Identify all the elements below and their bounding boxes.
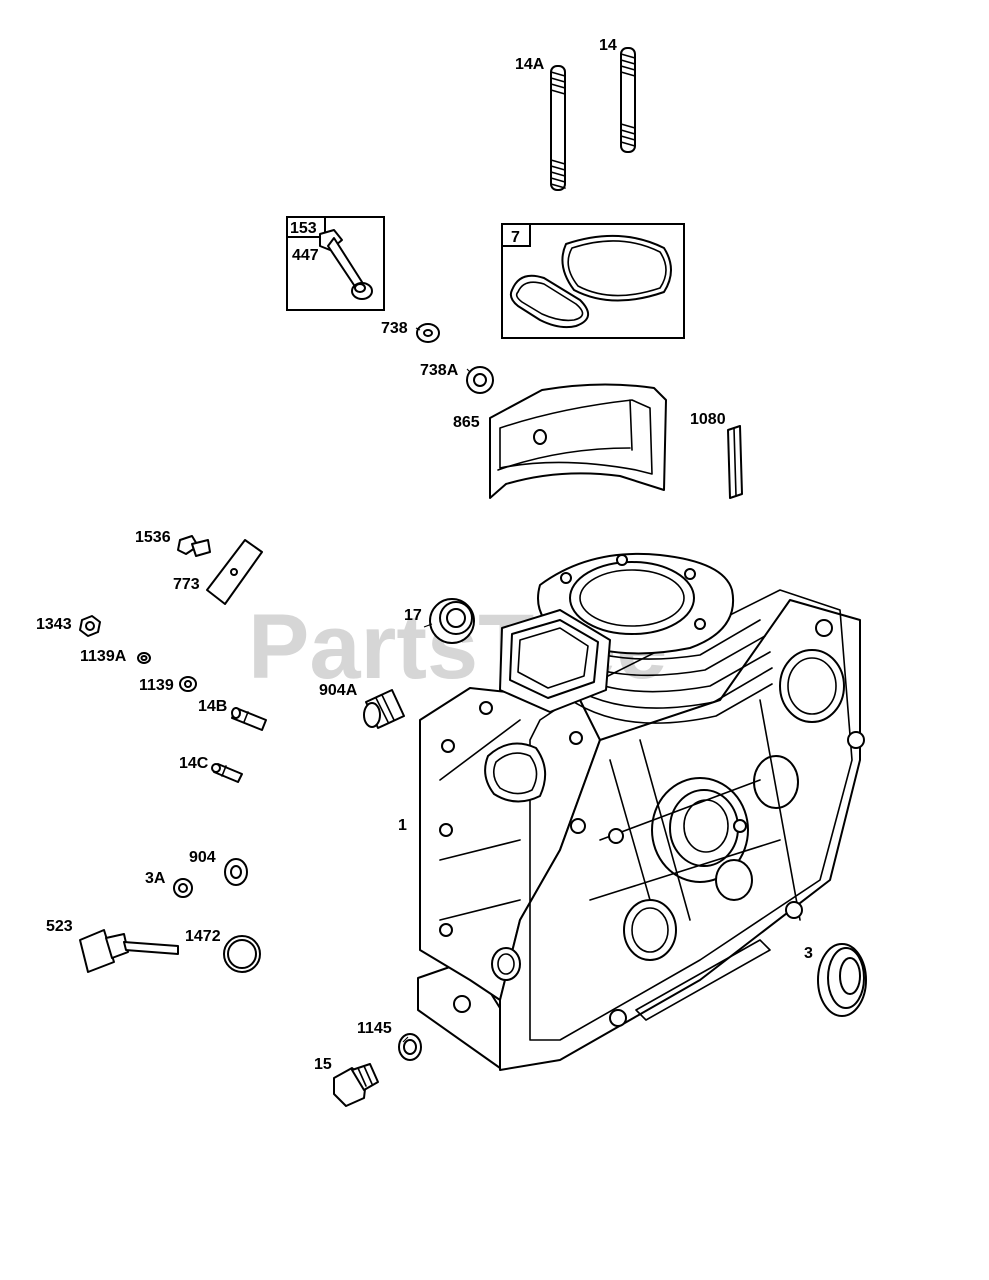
- crankcase-1[interactable]: [417, 552, 865, 1071]
- callout-17[interactable]: 17: [404, 607, 422, 624]
- seal-738a[interactable]: [466, 366, 494, 394]
- kit-7-box[interactable]: [501, 223, 685, 339]
- washer-738[interactable]: [416, 323, 440, 343]
- breather-fitting-447[interactable]: [319, 229, 373, 300]
- callout-1[interactable]: 1: [398, 817, 407, 834]
- callout-14[interactable]: 14: [599, 37, 617, 54]
- head-gasket: [561, 234, 672, 302]
- kit-153-box[interactable]: [286, 216, 385, 311]
- oil-seal-3[interactable]: [817, 943, 867, 1017]
- nut-1343[interactable]: [79, 615, 101, 637]
- washer-1145[interactable]: [398, 1033, 422, 1061]
- stud-14[interactable]: [620, 47, 636, 153]
- washer-1139[interactable]: [179, 676, 197, 692]
- washer-1139a[interactable]: [137, 652, 151, 664]
- callout-3[interactable]: 3: [804, 945, 813, 962]
- callout-1343[interactable]: 1343: [36, 616, 72, 633]
- oring-1472[interactable]: [223, 935, 261, 973]
- callout-1472[interactable]: 1472: [185, 928, 221, 945]
- plate-773[interactable]: [206, 539, 263, 605]
- seal-3a[interactable]: [173, 878, 193, 898]
- pin-14b[interactable]: [231, 707, 267, 731]
- kit-7-label[interactable]: 7: [511, 229, 520, 246]
- callout-14a[interactable]: 14A: [515, 56, 545, 73]
- drain-plug-15[interactable]: [333, 1063, 379, 1107]
- callout-523[interactable]: 523: [46, 918, 73, 935]
- callout-904[interactable]: 904: [189, 849, 216, 866]
- baffle-865[interactable]: [489, 383, 667, 499]
- stud-14a[interactable]: [550, 65, 566, 191]
- callout-1139[interactable]: 1139: [139, 677, 174, 694]
- callout-14c[interactable]: 14C: [179, 755, 209, 772]
- dipstick-523[interactable]: [79, 929, 179, 973]
- leader-lines: [402, 327, 471, 1043]
- callout-738[interactable]: 738: [381, 320, 408, 337]
- key-1080[interactable]: [727, 425, 743, 499]
- callout-738a[interactable]: 738A: [420, 362, 459, 379]
- callout-1536[interactable]: 1536: [135, 529, 171, 546]
- callout-904a[interactable]: 904A: [319, 682, 358, 699]
- bearing-17[interactable]: [429, 598, 475, 644]
- screw-1536[interactable]: [177, 535, 211, 557]
- callout-865[interactable]: 865: [453, 414, 480, 431]
- needle-bearing-904a[interactable]: [363, 689, 405, 729]
- callout-773[interactable]: 773: [173, 576, 200, 593]
- callout-labels: 14A 14 153 447 7 738 738A 865 1080 1536 …: [36, 37, 813, 1073]
- callout-15[interactable]: 15: [314, 1056, 332, 1073]
- callout-1080[interactable]: 1080: [690, 411, 726, 428]
- callout-447[interactable]: 447: [292, 247, 319, 264]
- pin-14c[interactable]: [211, 763, 243, 783]
- callout-1145[interactable]: 1145: [357, 1020, 392, 1037]
- callout-3a[interactable]: 3A: [145, 870, 166, 887]
- needle-bearing-904[interactable]: [224, 858, 248, 886]
- callout-14b[interactable]: 14B: [198, 698, 227, 715]
- kit-153-label[interactable]: 153: [290, 220, 317, 237]
- oval-gasket: [509, 274, 589, 329]
- callout-1139a[interactable]: 1139A: [80, 648, 127, 665]
